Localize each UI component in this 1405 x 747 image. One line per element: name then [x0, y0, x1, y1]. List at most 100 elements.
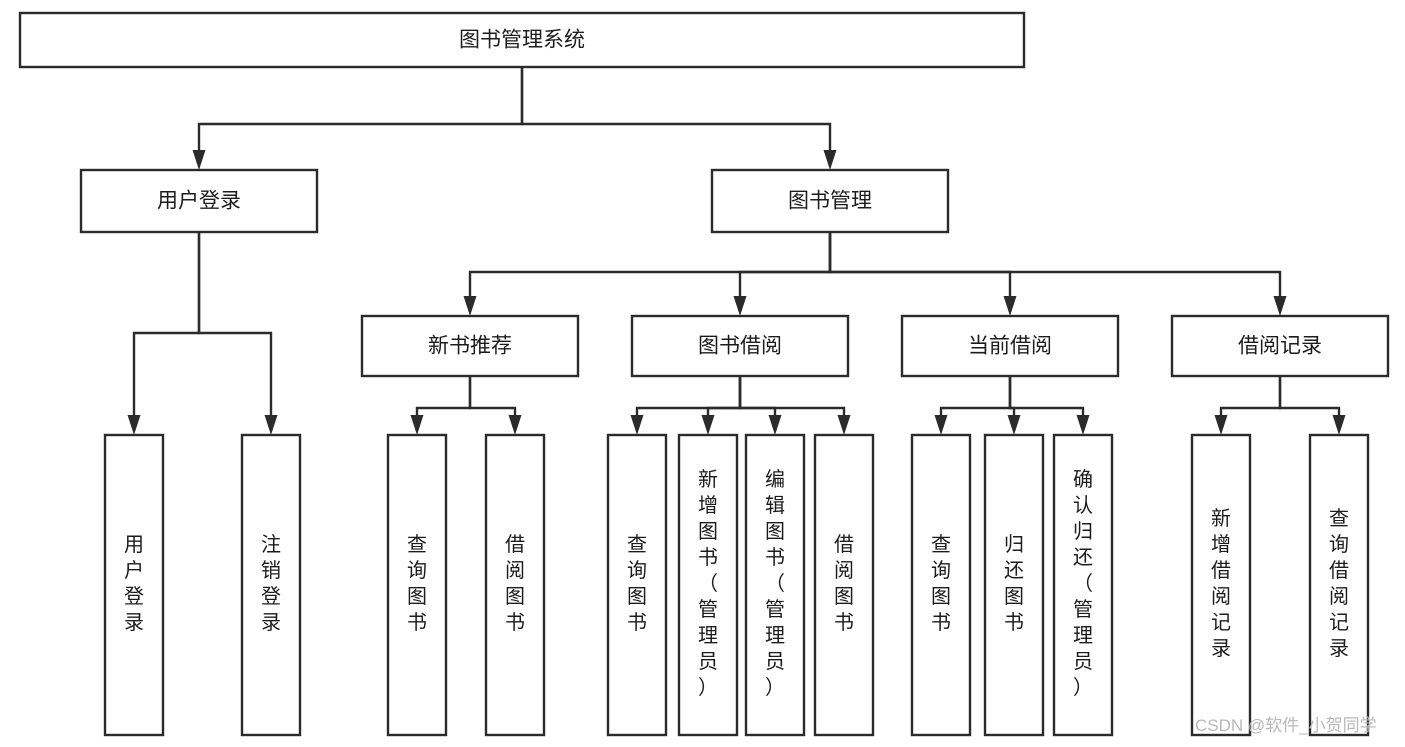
arrow-head-icon	[1007, 415, 1021, 435]
connector-line	[738, 376, 846, 415]
arrow-head-icon	[1214, 415, 1228, 435]
node-box[interactable]	[630, 314, 850, 378]
connector-n0-to-n2	[520, 67, 837, 170]
node-box[interactable]	[1170, 314, 1390, 378]
csdn-watermark: CSDN @软件_小贺同学	[1195, 716, 1377, 735]
node-label: 新增图书（管理员）	[698, 468, 718, 699]
node-label: 新书推荐	[428, 335, 512, 358]
node-n6[interactable]: 借阅记录	[1170, 314, 1390, 378]
arrow-head-icon	[630, 415, 644, 435]
node-box[interactable]	[386, 433, 448, 737]
connector-line	[468, 376, 517, 415]
connector-n6-to-n18	[1214, 376, 1282, 435]
node-box[interactable]	[677, 433, 739, 737]
node-box[interactable]	[900, 314, 1120, 378]
connector-line	[197, 67, 524, 150]
connector-line	[197, 232, 273, 415]
node-label: 查询图书	[931, 533, 951, 634]
node-n19[interactable]: 查询借阅记录	[1308, 433, 1370, 737]
node-box[interactable]	[79, 168, 319, 234]
arrow-head-icon	[264, 415, 278, 435]
node-label: 确认归还（管理员）	[1073, 468, 1093, 699]
node-n17[interactable]: 确认归还（管理员）	[1052, 433, 1114, 737]
arrow-head-icon	[837, 415, 851, 435]
connector-line	[1219, 376, 1282, 415]
node-label: 查询图书	[407, 533, 427, 634]
node-box[interactable]	[910, 433, 972, 737]
node-n0[interactable]: 图书管理系统	[18, 11, 1026, 69]
arrow-head-icon	[192, 150, 206, 170]
connector-n3-to-n10	[468, 376, 522, 435]
node-n9[interactable]: 查询图书	[386, 433, 448, 737]
node-label: 编辑图书（管理员）	[765, 468, 785, 699]
connector-line	[132, 232, 201, 415]
connector-n2-to-n4	[733, 232, 832, 316]
node-n2[interactable]: 图书管理	[710, 168, 950, 234]
arrow-head-icon	[823, 150, 837, 170]
node-box[interactable]	[606, 433, 668, 737]
node-n16[interactable]: 归还图书	[983, 433, 1045, 737]
node-box[interactable]	[1308, 433, 1370, 737]
connector-n4-to-n11	[630, 376, 742, 435]
connector-n4-to-n12	[701, 376, 742, 435]
node-n11[interactable]: 查询图书	[606, 433, 668, 737]
connector-n1-to-n7	[127, 232, 201, 435]
arrow-head-icon	[508, 415, 522, 435]
node-box[interactable]	[1052, 433, 1114, 737]
arrow-head-icon	[934, 415, 948, 435]
node-n18[interactable]: 新增借阅记录	[1190, 433, 1252, 737]
node-n4[interactable]: 图书借阅	[630, 314, 850, 378]
node-n14[interactable]: 借阅图书	[813, 433, 875, 737]
node-box[interactable]	[1190, 433, 1252, 737]
node-box[interactable]	[18, 11, 1026, 69]
node-label: 用户登录	[157, 190, 241, 213]
node-box[interactable]	[240, 433, 302, 737]
arrow-head-icon	[1003, 296, 1017, 316]
node-n15[interactable]: 查询图书	[910, 433, 972, 737]
node-n10[interactable]: 借阅图书	[484, 433, 546, 737]
connector-line	[828, 232, 1282, 296]
node-label: 借阅图书	[834, 533, 854, 634]
node-box[interactable]	[484, 433, 546, 737]
arrow-head-icon	[463, 296, 477, 316]
node-label: 新增借阅记录	[1211, 507, 1231, 660]
node-n7[interactable]: 用户登录	[103, 433, 165, 737]
connector-line	[468, 232, 832, 296]
arrow-head-icon	[410, 415, 424, 435]
node-label: 图书管理系统	[459, 29, 585, 52]
node-box[interactable]	[983, 433, 1045, 737]
node-label: 当前借阅	[968, 335, 1052, 358]
node-box[interactable]	[710, 168, 950, 234]
node-label: 查询借阅记录	[1329, 507, 1349, 660]
node-box[interactable]	[103, 433, 165, 737]
connector-n6-to-n19	[1278, 376, 1346, 435]
node-n5[interactable]: 当前借阅	[900, 314, 1120, 378]
connector-n5-to-n15	[934, 376, 1012, 435]
arrow-head-icon	[127, 415, 141, 435]
arrow-head-icon	[1332, 415, 1346, 435]
connector-n2-to-n6	[828, 232, 1287, 316]
node-n3[interactable]: 新书推荐	[360, 314, 580, 378]
node-n8[interactable]: 注销登录	[240, 433, 302, 737]
connector-line	[828, 232, 1012, 296]
node-box[interactable]	[744, 433, 806, 737]
node-n13[interactable]: 编辑图书（管理员）	[744, 433, 806, 737]
node-label: 查询图书	[627, 533, 647, 634]
connector-line	[738, 232, 832, 296]
connector-n0-to-n1	[192, 67, 524, 170]
connector-line	[706, 376, 742, 415]
connector-line	[415, 376, 472, 415]
node-box[interactable]	[360, 314, 580, 378]
node-label: 用户登录	[124, 534, 144, 634]
node-box[interactable]	[813, 433, 875, 737]
connector-line	[1008, 376, 1085, 415]
node-n12[interactable]: 新增图书（管理员）	[677, 433, 739, 737]
arrow-head-icon	[733, 296, 747, 316]
node-n1[interactable]: 用户登录	[79, 168, 319, 234]
node-label: 图书借阅	[698, 335, 782, 358]
node-label: 图书管理	[788, 190, 872, 213]
connector-n2-to-n3	[463, 232, 832, 316]
connector-n1-to-n8	[197, 232, 278, 435]
